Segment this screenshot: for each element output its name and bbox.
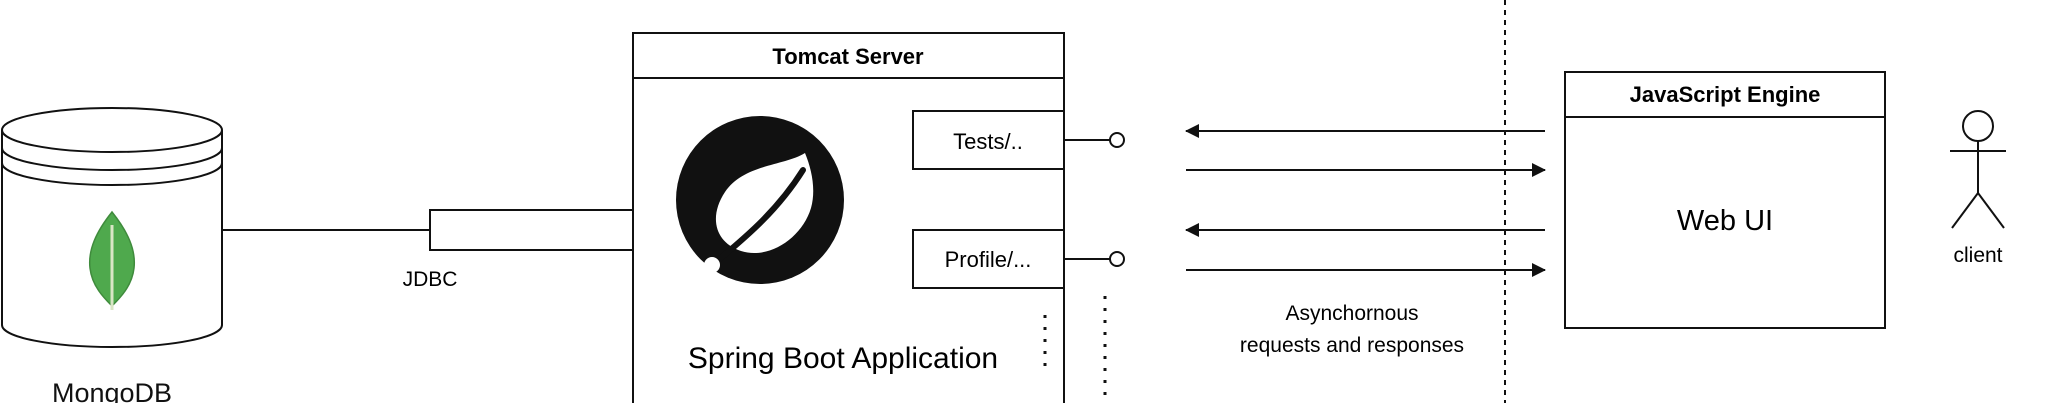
javascript-engine-title: JavaScript Engine — [1630, 82, 1821, 107]
jdbc-label: JDBC — [403, 268, 458, 291]
tomcat-server-box: Tomcat Server Spring Boot Application Te… — [632, 32, 1125, 403]
web-ui-label: Web UI — [1677, 205, 1773, 237]
tomcat-server-title: Tomcat Server — [772, 44, 924, 69]
spring-boot-logo-icon — [676, 116, 844, 284]
mongodb-label: MongoDB — [52, 378, 172, 403]
endpoint-profile-label: Profile/... — [945, 247, 1032, 272]
endpoint-tests-label: Tests/.. — [953, 129, 1023, 154]
javascript-engine-box: JavaScript Engine Web UI — [1564, 71, 1886, 329]
client-label: client — [1953, 244, 2002, 267]
async-label-line2: requests and responses — [1240, 334, 1464, 357]
jdbc-connector: JDBC — [222, 209, 634, 291]
async-label-line1: Asynchornous — [1285, 302, 1418, 325]
endpoint-profile: Profile/... — [912, 229, 1125, 289]
endpoint-tests: Tests/.. — [912, 110, 1125, 170]
mongodb-database: MongoDB — [1, 107, 223, 403]
endpoint-profile-port — [1109, 251, 1125, 267]
stick-figure-user-icon — [1950, 110, 2006, 229]
async-arrows: Asynchornous requests and responses — [1185, 124, 1546, 357]
mongodb-leaf-icon — [88, 210, 136, 310]
spring-boot-application-label: Spring Boot Application — [688, 342, 998, 375]
endpoint-tests-port — [1109, 132, 1125, 148]
